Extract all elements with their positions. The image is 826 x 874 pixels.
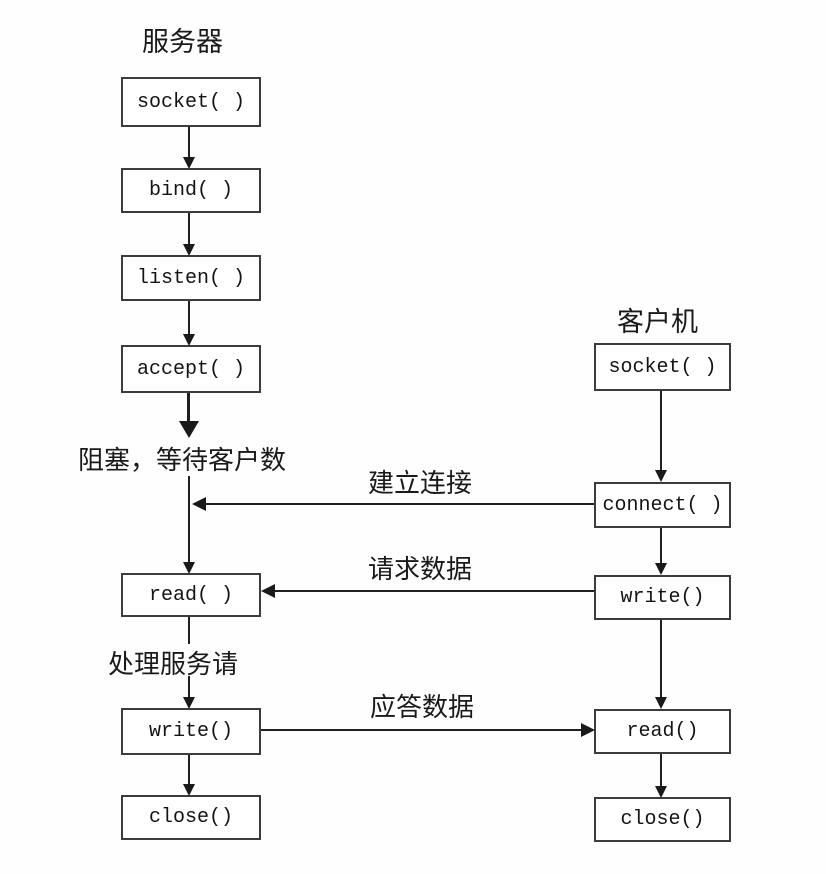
arrow-server-process-to-write-head-icon xyxy=(183,697,195,709)
arrow-client-read-to-close-line xyxy=(660,754,662,787)
client-connect-box: connect( ) xyxy=(594,482,731,528)
client-column-title: 客户机 xyxy=(617,307,698,337)
arrow-server-socket-to-bind-line xyxy=(188,127,190,158)
server-accept-box: accept( ) xyxy=(121,345,261,393)
arrow-server-process-to-write-line xyxy=(188,676,190,697)
blocking-wait-annotation: 阻塞，等待客户数 xyxy=(78,445,287,475)
server-bind-box: bind( ) xyxy=(121,168,261,213)
line-server-read-to-process xyxy=(188,617,190,644)
arrow-client-read-to-close-head-icon xyxy=(655,786,667,798)
arrow-client-write-to-read-line xyxy=(660,620,662,698)
server-socket-box: socket( ) xyxy=(121,77,261,127)
client-read-box: read() xyxy=(594,709,731,754)
connector-reply-line xyxy=(261,729,582,731)
connector-request-line xyxy=(274,590,594,592)
server-close-box: close() xyxy=(121,795,261,840)
connector-request-label: 请求数据 xyxy=(368,554,473,584)
connector-establish-label: 建立连接 xyxy=(368,468,473,498)
arrow-server-listen-to-accept-head-icon xyxy=(183,334,195,346)
client-socket-box: socket( ) xyxy=(594,343,731,391)
arrow-client-connect-to-write-line xyxy=(660,528,662,564)
connector-establish-arrowhead-icon xyxy=(192,497,206,511)
arrow-client-socket-to-connect-line xyxy=(660,391,662,471)
connector-establish-line xyxy=(205,503,594,505)
process-request-annotation: 处理服务请 xyxy=(108,649,239,679)
server-column-title: 服务器 xyxy=(142,27,223,57)
connector-reply-label: 应答数据 xyxy=(370,692,475,722)
arrow-client-socket-to-connect-head-icon xyxy=(655,470,667,482)
arrow-server-write-to-close-head-icon xyxy=(183,784,195,796)
arrow-server-accept-to-blocking-line xyxy=(187,393,190,422)
server-read-box: read( ) xyxy=(121,573,261,617)
connector-request-arrowhead-icon xyxy=(261,584,275,598)
arrow-server-bind-to-listen-head-icon xyxy=(183,244,195,256)
arrow-server-listen-to-accept-line xyxy=(188,301,190,335)
arrow-server-accept-to-blocking-head-icon xyxy=(179,421,199,438)
arrow-server-socket-to-bind-head-icon xyxy=(183,157,195,169)
connector-reply-arrowhead-icon xyxy=(581,723,595,737)
client-close-box: close() xyxy=(594,797,731,842)
server-listen-box: listen( ) xyxy=(121,255,261,301)
arrow-client-write-to-read-head-icon xyxy=(655,697,667,709)
arrow-server-bind-to-listen-line xyxy=(188,213,190,245)
arrow-client-connect-to-write-head-icon xyxy=(655,563,667,575)
arrow-server-blocking-to-read-head-icon xyxy=(183,562,195,574)
arrow-server-blocking-to-read-line xyxy=(188,476,190,562)
client-write-box: write() xyxy=(594,575,731,620)
arrow-server-write-to-close-line xyxy=(188,755,190,785)
server-write-box: write() xyxy=(121,708,261,755)
